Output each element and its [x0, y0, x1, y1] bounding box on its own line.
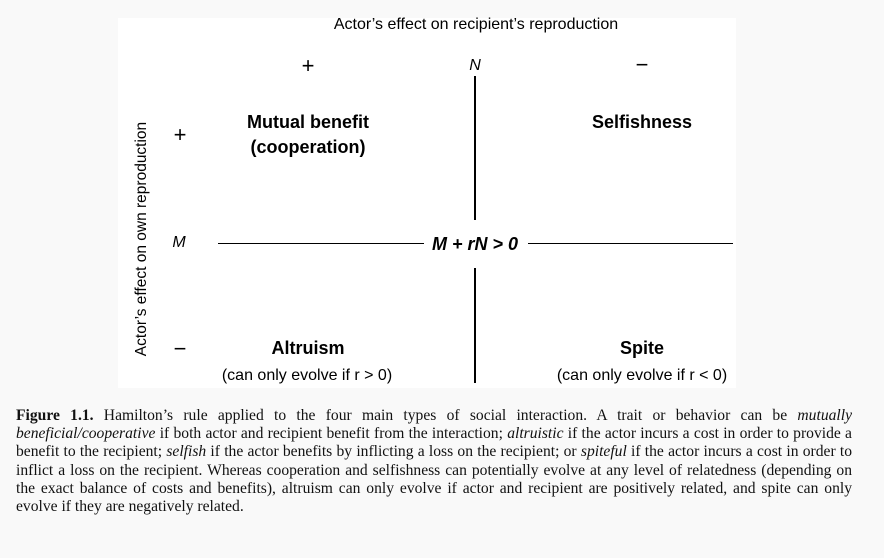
- caption-emphasis-selfish: selfish: [166, 443, 207, 461]
- left-plus-symbol: +: [173, 122, 187, 147]
- horizontal-axis-left: [218, 243, 424, 245]
- caption-text-1: Hamilton’s rule applied to the four main…: [93, 407, 798, 424]
- figure-caption: Figure 1.1. Hamilton’s rule applied to t…: [16, 407, 852, 516]
- caption-emphasis-spiteful: spiteful: [580, 443, 627, 461]
- center-condition: M + rN > 0: [431, 234, 519, 254]
- caption-text-3: if the actor incurs a cost in order to p…: [16, 425, 852, 461]
- quadrant-spite-title: Spite: [619, 338, 665, 358]
- caption-text-5: if the actor incurs a cost in order to i…: [16, 443, 853, 516]
- caption-text-2: if both actor and recipient benefit from…: [155, 425, 508, 443]
- quadrant-mutual-benefit-subtitle: (cooperation): [250, 137, 366, 157]
- top-n-symbol: N: [469, 57, 481, 74]
- y-axis-title: Actor’s effect on own reproduction: [133, 121, 150, 357]
- quadrant-selfishness-title: Selfishness: [591, 112, 693, 132]
- vertical-axis-lower: [474, 268, 476, 383]
- diagram-panel: [118, 18, 736, 388]
- quadrant-mutual-benefit-title: Mutual benefit: [247, 112, 369, 132]
- caption-emphasis-cooperative: mutually beneficial/cooperative: [16, 407, 852, 443]
- caption-emphasis-altruistic: altruistic: [507, 425, 564, 443]
- top-plus-symbol: +: [301, 53, 315, 78]
- left-m-symbol: M: [172, 234, 186, 251]
- quadrant-spite-note: (can only evolve if r < 0): [556, 367, 728, 384]
- quadrant-altruism-title: Altruism: [271, 338, 345, 358]
- top-minus-symbol: −: [635, 52, 649, 77]
- left-minus-symbol: −: [173, 336, 187, 361]
- horizontal-axis-right: [528, 243, 733, 245]
- caption-text-4: if the actor benefits by inflicting a lo…: [206, 443, 581, 461]
- x-axis-title: Actor’s effect on recipient’s reproducti…: [333, 16, 619, 33]
- caption-label: Figure 1.1.: [16, 407, 94, 424]
- vertical-axis-upper: [474, 76, 476, 220]
- quadrant-altruism-note: (can only evolve if r > 0): [221, 367, 393, 384]
